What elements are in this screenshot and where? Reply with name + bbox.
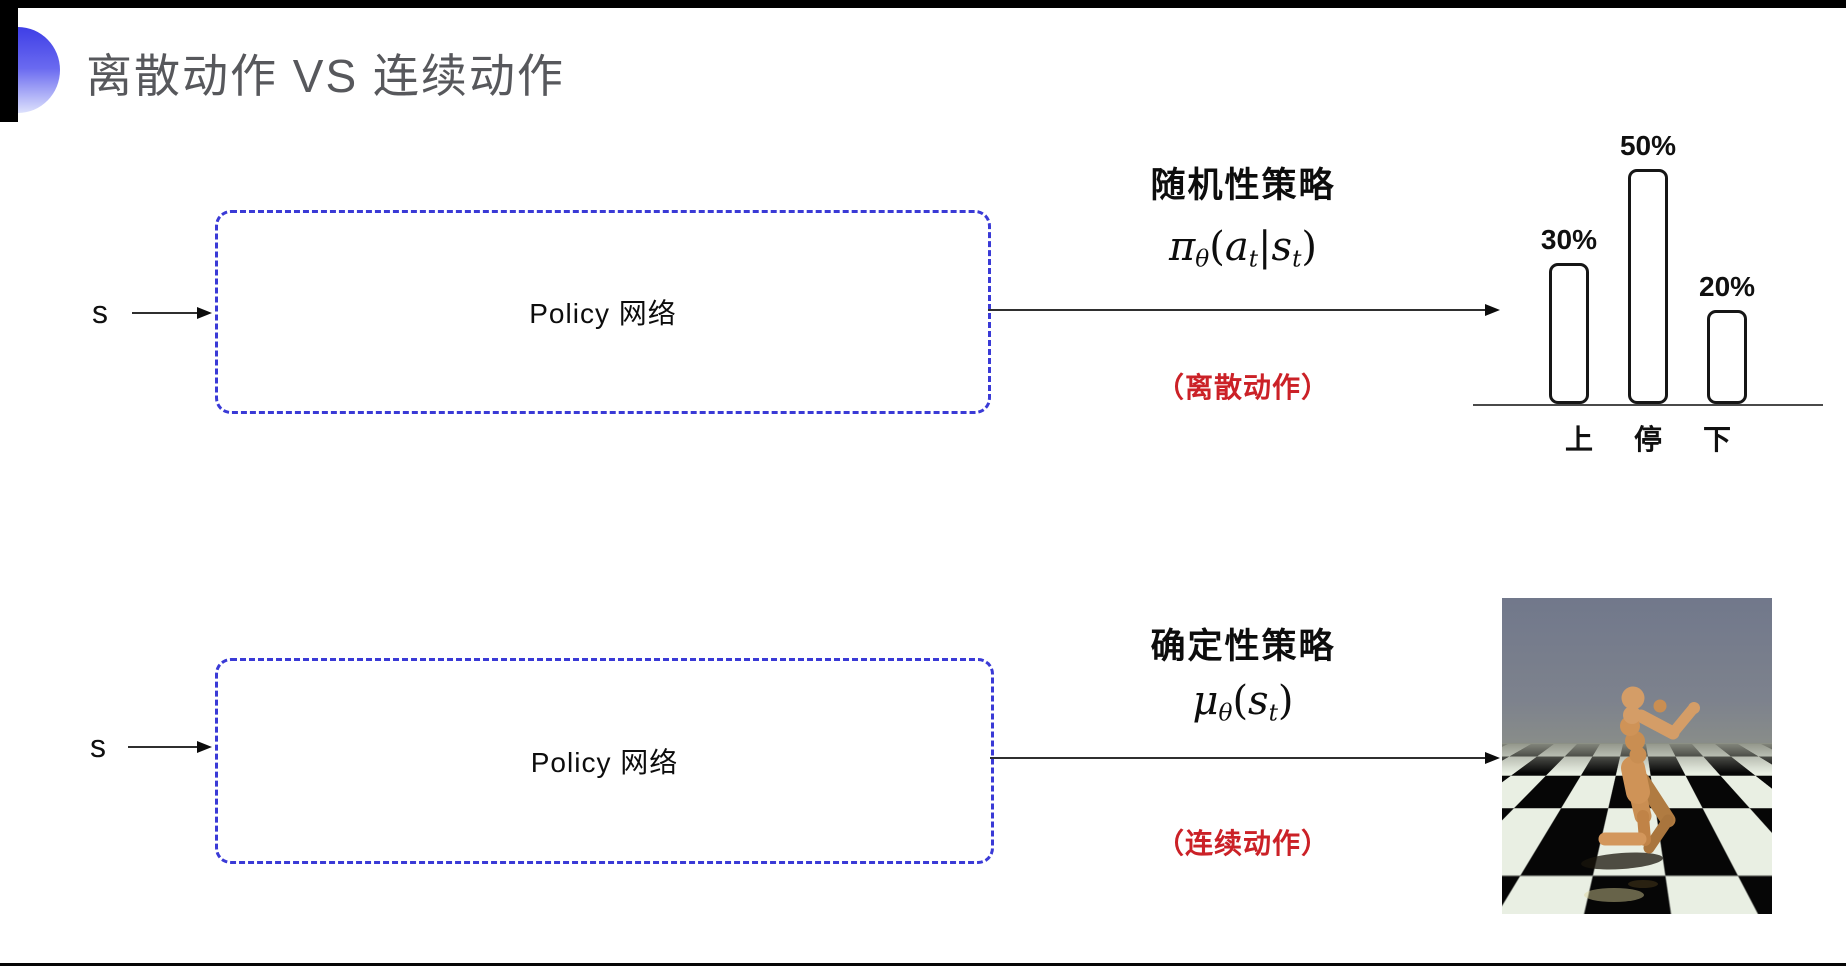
discrete-action-note: （离散动作） (1155, 372, 1330, 403)
bar-value-label: 50% (1619, 130, 1677, 161)
probability-bar (1627, 169, 1668, 404)
formula-subscript: t (1292, 245, 1302, 273)
state-input-label-bottom: s (90, 728, 106, 764)
policy-network-box-top: Policy 网络 (215, 210, 991, 414)
formula-bar: | (1258, 224, 1272, 270)
formula-subscript: θ (1218, 699, 1233, 727)
deterministic-policy-title: 确定性策略 (1150, 627, 1336, 666)
formula-close-paren: ) (1301, 224, 1317, 270)
bar-value-label: 20% (1699, 271, 1756, 302)
policy-network-box-label-top: Policy 网络 (529, 298, 677, 329)
output-arrow-bottom (990, 752, 1500, 764)
deterministic-policy-formula: μθ(st) (1093, 678, 1393, 726)
probability-bar (1707, 310, 1748, 404)
humanoid-robot-figure (1581, 686, 1700, 902)
top-left-black-corner (0, 0, 18, 122)
bottom-black-bar (0, 963, 1846, 966)
policy-network-box-label-bottom: Policy 网络 (530, 747, 679, 778)
formula-subscript: t (1268, 699, 1278, 727)
bar-category-label: 停 (1633, 424, 1662, 455)
input-arrow-top (132, 307, 212, 319)
continuous-action-note: （连续动作） (1155, 828, 1330, 859)
state-input-label-top: s (92, 294, 108, 330)
probability-bar-chart: 30% 50% 20% 上 停 下 (1473, 112, 1823, 458)
prob-chart-bars: 30% 50% 20% (1473, 112, 1823, 406)
formula-arg: s (1248, 678, 1269, 724)
top-black-bar (0, 0, 1846, 8)
output-arrow-top (988, 304, 1500, 316)
formula-arg: s (1271, 224, 1293, 270)
bar-category-label: 上 (1564, 424, 1593, 455)
policy-network-box-bottom: Policy 网络 (215, 658, 994, 864)
humanoid-simulation-image (1502, 598, 1772, 914)
formula-open-paren: ( (1209, 224, 1225, 270)
prob-chart-categories: 上停下 (1473, 418, 1823, 458)
formula-symbol: π (1168, 224, 1196, 270)
page-title: 离散动作 VS 连续动作 (86, 50, 565, 102)
input-arrow-bottom (128, 741, 212, 753)
bar-group: 50% (1620, 130, 1676, 404)
bar-group: 20% (1699, 271, 1755, 404)
stochastic-policy-formula: πθ(at|st) (1093, 224, 1393, 272)
bar-category-label: 下 (1702, 424, 1731, 455)
bar-value-label: 30% (1540, 224, 1597, 255)
formula-arg: a (1224, 224, 1249, 270)
formula-symbol: μ (1192, 678, 1219, 724)
formula-subscript: t (1248, 245, 1259, 273)
formula-subscript: θ (1195, 245, 1210, 273)
stochastic-policy-title: 随机性策略 (1150, 166, 1336, 205)
formula-close-paren: ) (1277, 678, 1294, 724)
probability-bar (1548, 263, 1589, 404)
formula-open-paren: ( (1232, 678, 1249, 724)
accent-ornament-half-circle (18, 27, 60, 113)
bar-group: 30% (1541, 224, 1597, 404)
